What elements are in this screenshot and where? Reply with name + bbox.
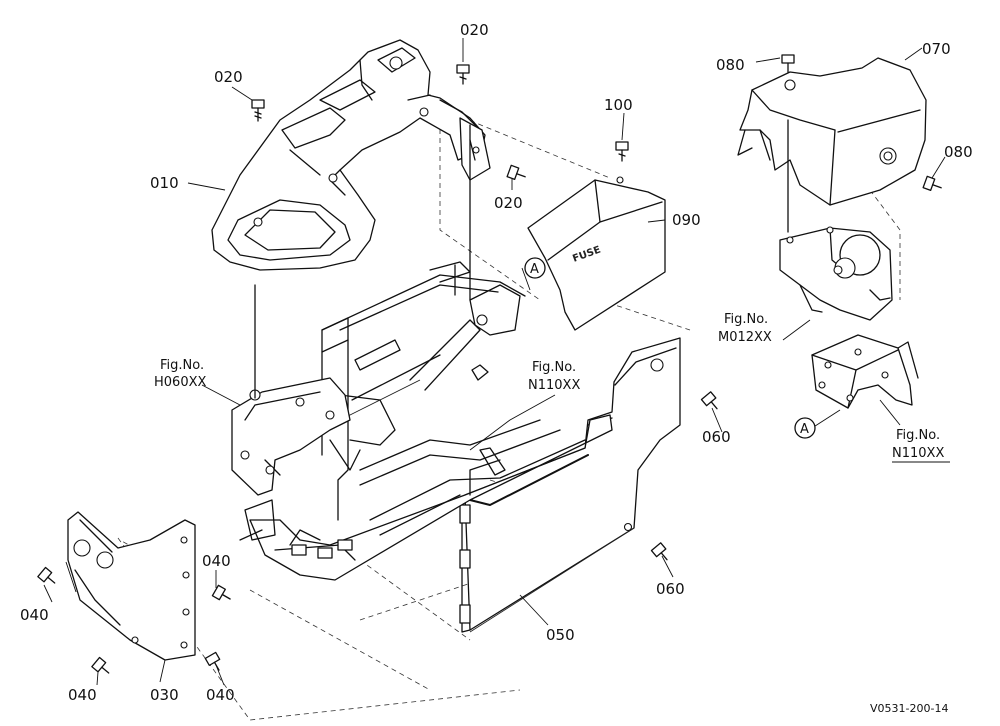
side-panel-050 (459, 337, 681, 633)
label-060-a: 060 (702, 428, 731, 446)
callout-a-lower: A (794, 417, 816, 439)
bolt-060-b (650, 542, 668, 561)
bolt-040-d (204, 651, 221, 671)
label-060-b: 060 (656, 580, 685, 598)
svg-text:Fig.No.: Fig.No. (724, 312, 768, 327)
dash-bracket-right (459, 117, 491, 301)
bracket-h060xx (231, 284, 351, 496)
label-090: 090 (672, 211, 701, 229)
part-labels: 010 020 020 020 030 040 040 040 040 050 … (20, 21, 973, 704)
bolt-080-b (922, 175, 942, 191)
label-010: 010 (150, 174, 179, 192)
label-040-d: 040 (206, 686, 235, 704)
label-050: 050 (546, 626, 575, 644)
label-020-a: 020 (214, 68, 243, 86)
bolt-100 (615, 141, 629, 162)
callout-a-upper: A (524, 257, 546, 279)
switch-unit-m012xx (779, 119, 893, 321)
label-100: 100 (604, 96, 633, 114)
bracket-a-right (811, 334, 919, 409)
label-080-a: 080 (716, 56, 745, 74)
figure-ref-m012xx: Fig.No. M012XX (718, 312, 772, 345)
svg-text:A: A (530, 262, 539, 277)
label-040-b: 040 (202, 552, 231, 570)
bolt-020-c (506, 164, 526, 180)
svg-text:Fig.No.: Fig.No. (160, 358, 204, 373)
svg-text:M012XX: M012XX (718, 330, 772, 345)
lower-cover-030 (67, 511, 196, 661)
bolt-020-a (251, 99, 265, 122)
figure-ref-n110xx-center: Fig.No. N110XX (528, 360, 580, 393)
figure-ref-h060xx: Fig.No. H060XX (154, 358, 206, 390)
dash-panel-010 (211, 39, 486, 271)
leader-lines (43, 38, 946, 686)
label-030: 030 (150, 686, 179, 704)
svg-text:Fig.No.: Fig.No. (896, 428, 940, 443)
svg-text:H060XX: H060XX (154, 375, 206, 390)
svg-text:N110XX: N110XX (528, 378, 580, 393)
bolt-060-a (700, 391, 718, 410)
bolt-040-b (211, 584, 231, 601)
bolt-040-c (91, 656, 110, 674)
label-040-a: 040 (20, 606, 49, 624)
label-070: 070 (922, 40, 951, 58)
main-frame (239, 261, 613, 581)
svg-text:Fig.No.: Fig.No. (532, 360, 576, 375)
drawing-code: V0531-200-14 (870, 702, 948, 715)
svg-text:A: A (800, 422, 809, 437)
figure-ref-n110xx-right: Fig.No. N110XX (892, 428, 950, 463)
label-080-b: 080 (944, 143, 973, 161)
bolts (37, 54, 942, 674)
label-020-b: 020 (460, 21, 489, 39)
label-020-c: 020 (494, 194, 523, 212)
bolt-020-b (456, 64, 470, 85)
fuse-cover-090: FUSE (527, 176, 666, 331)
upper-cover-070 (737, 57, 927, 206)
label-040-c: 040 (68, 686, 97, 704)
bolt-080-a (781, 54, 795, 73)
svg-text:N110XX: N110XX (892, 446, 944, 461)
bolt-040-a (37, 566, 56, 584)
